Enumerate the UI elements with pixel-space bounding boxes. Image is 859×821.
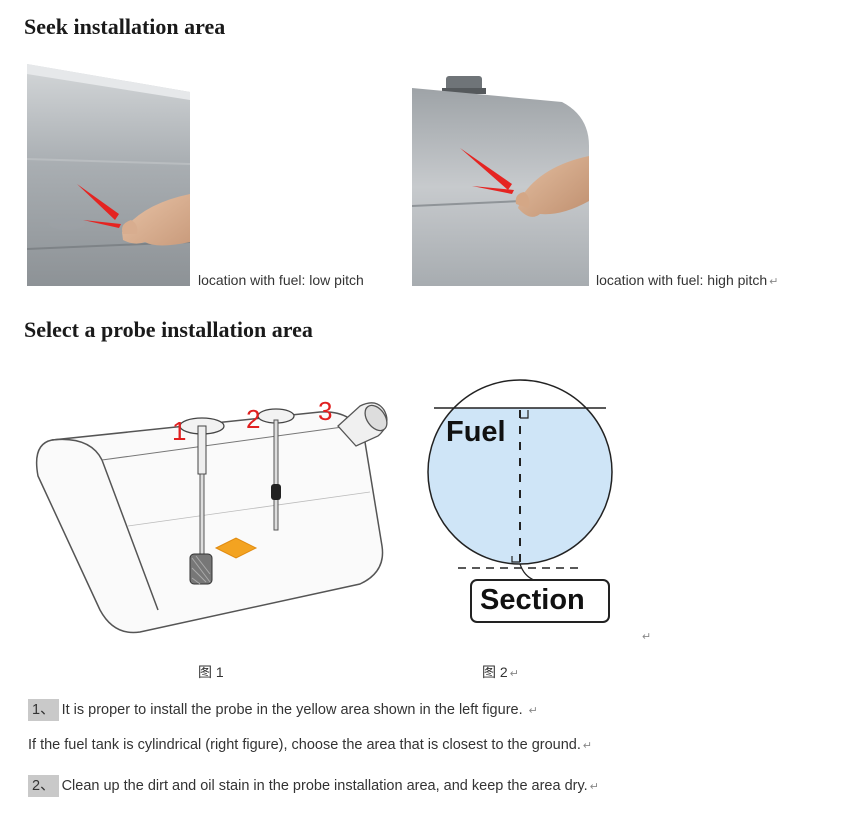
marker-2: 2 [246, 404, 261, 434]
figure-fuel-tank-diagram: 1 2 3 [30, 396, 400, 641]
instruction-item-2: 2、Clean up the dirt and oil stain in the… [28, 774, 599, 797]
photo-tank-low-pitch [27, 64, 190, 286]
figure-cylindrical-section: Fuel Section [424, 376, 614, 626]
instruction-item-1: 1、It is proper to install the probe in t… [28, 698, 538, 721]
label-section: Section [480, 584, 585, 616]
figure-2-label: 图 2↵ [482, 664, 519, 680]
instruction-text: Clean up the dirt and oil stain in the p… [61, 778, 588, 794]
caption-high-pitch: location with fuel: high pitch↵ [596, 272, 779, 288]
instruction-note-text: If the fuel tank is cylindrical (right f… [28, 737, 581, 753]
return-mark-icon: ↵ [582, 740, 593, 752]
return-mark-icon: ↵ [509, 668, 519, 680]
marker-1: 1 [172, 416, 187, 446]
heading-select-probe-installation-area: Select a probe installation area [24, 317, 313, 342]
marker-3: 3 [318, 396, 333, 426]
figure-1-label: 图 1 [198, 664, 224, 680]
return-mark-icon: ↵ [589, 781, 599, 793]
return-mark-icon: ↵ [528, 705, 538, 717]
heading-seek-installation-area: Seek installation area [24, 14, 226, 39]
return-mark-icon: ↵ [642, 631, 652, 643]
label-fuel: Fuel [446, 416, 506, 448]
list-number: 1、 [28, 699, 59, 721]
instruction-text: It is proper to install the probe in the… [61, 702, 523, 718]
list-number: 2、 [28, 775, 59, 797]
photo-tank-high-pitch [412, 76, 589, 286]
return-mark-icon: ↵ [769, 276, 779, 288]
caption-low-pitch: location with fuel: low pitch [198, 272, 364, 288]
instruction-item-1-note: If the fuel tank is cylindrical (right f… [28, 737, 592, 753]
